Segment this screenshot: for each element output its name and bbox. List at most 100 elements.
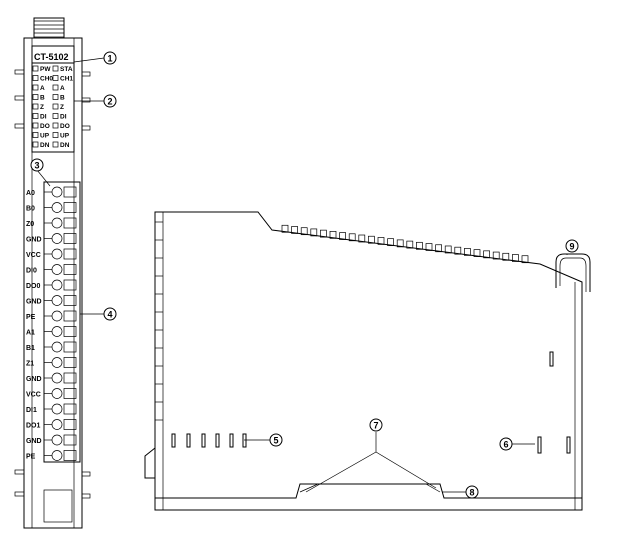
callout-number: 4 [107, 310, 112, 320]
release-handle [555, 253, 591, 292]
slot [215, 433, 220, 448]
led-box [32, 75, 39, 81]
vent-tooth [502, 252, 510, 261]
terminal-clamp [63, 295, 77, 306]
led-box [32, 94, 39, 100]
terminal-label: B0 [26, 206, 35, 213]
callout-number: 7 [373, 421, 378, 431]
led-box [32, 65, 39, 72]
callout-number: 2 [107, 97, 112, 107]
side-view [144, 211, 591, 511]
clip [81, 71, 91, 77]
side-body [154, 211, 583, 511]
callout-circle [103, 307, 117, 321]
clip [14, 469, 25, 475]
vent-tooth [320, 229, 327, 238]
terminal-screw [51, 341, 63, 353]
terminal-label: Z1 [26, 361, 34, 368]
terminal-clamp [63, 202, 77, 213]
vent-tooth [454, 246, 462, 255]
callout-circle [369, 418, 383, 432]
slot [229, 433, 234, 448]
terminal-screw [51, 357, 63, 368]
led-box [52, 103, 59, 110]
terminal-clamp [63, 341, 77, 353]
led-label: DO [60, 123, 70, 130]
callout-number: 9 [569, 242, 574, 252]
callout-circle [565, 239, 579, 253]
terminal-label: A1 [26, 330, 35, 337]
terminal-clamp [63, 357, 77, 368]
terminal-clamp [63, 403, 77, 415]
vent-tooth [512, 254, 519, 262]
slot [186, 433, 191, 448]
vent-tooth [444, 245, 452, 254]
slot [566, 436, 571, 454]
led-label: STA [60, 66, 73, 73]
terminal-label: GND [26, 237, 42, 244]
terminal-clamp [63, 279, 77, 291]
terminal-screw [51, 372, 63, 384]
led-label: PW [40, 66, 51, 73]
vent-tooth [483, 250, 490, 259]
led-label: DI [40, 114, 47, 121]
vent-tooth [339, 232, 346, 240]
led-box [32, 84, 39, 91]
vent-tooth [387, 238, 394, 247]
terminal-screw [51, 202, 63, 213]
vent-tooth [281, 224, 289, 233]
led-label: B [40, 95, 45, 102]
led-box [52, 94, 59, 100]
terminal-label: PE [26, 454, 36, 461]
led-box [52, 84, 59, 91]
vent-tooth [521, 255, 529, 264]
terminal-label: DI1 [26, 407, 37, 414]
side-clips [14, 69, 91, 499]
slot [171, 433, 176, 448]
terminal-screw [51, 264, 63, 275]
terminal-screw [51, 310, 63, 322]
vent-tooth [396, 239, 404, 248]
led-label: Z [60, 104, 64, 111]
callout-circle [30, 158, 44, 172]
led-label: UP [40, 133, 50, 140]
led-panel [31, 45, 75, 153]
terminal-clamp [63, 248, 77, 260]
led-box [52, 75, 59, 81]
led-box [32, 103, 39, 110]
clip [14, 123, 25, 129]
terminal-clamp [63, 388, 77, 399]
led-box [52, 65, 59, 72]
terminal-screw [51, 248, 63, 260]
vent-tooth [464, 248, 471, 256]
front-body [23, 37, 83, 529]
slot [201, 433, 206, 448]
vent-tooth [368, 235, 375, 244]
clip [81, 125, 91, 131]
terminal-label: PE [26, 314, 36, 321]
clip [14, 491, 25, 497]
terminal-clamp [63, 264, 77, 275]
callout-number: 5 [273, 436, 278, 446]
led-label: DN [40, 142, 50, 149]
terminal-label: VCC [26, 252, 41, 259]
terminal-clamp [63, 326, 77, 337]
vent-tooth [492, 251, 500, 260]
vent-tooth [416, 241, 423, 250]
vent-tooth [300, 227, 308, 236]
led-label: B [60, 95, 65, 102]
terminal-clamp [63, 233, 77, 244]
terminal-screw [51, 326, 63, 337]
clip [14, 95, 25, 101]
callout-number: 3 [34, 161, 39, 171]
terminal-clamp [63, 217, 77, 229]
callout-number: 8 [469, 488, 474, 498]
terminal-label: VCC [26, 392, 41, 399]
clip [81, 97, 91, 103]
led-box [32, 132, 39, 138]
led-box [52, 141, 59, 148]
led-label: UP [60, 133, 70, 140]
vent-teeth [281, 224, 529, 264]
vent-tooth [473, 249, 481, 257]
din-rail-groove [155, 483, 582, 499]
